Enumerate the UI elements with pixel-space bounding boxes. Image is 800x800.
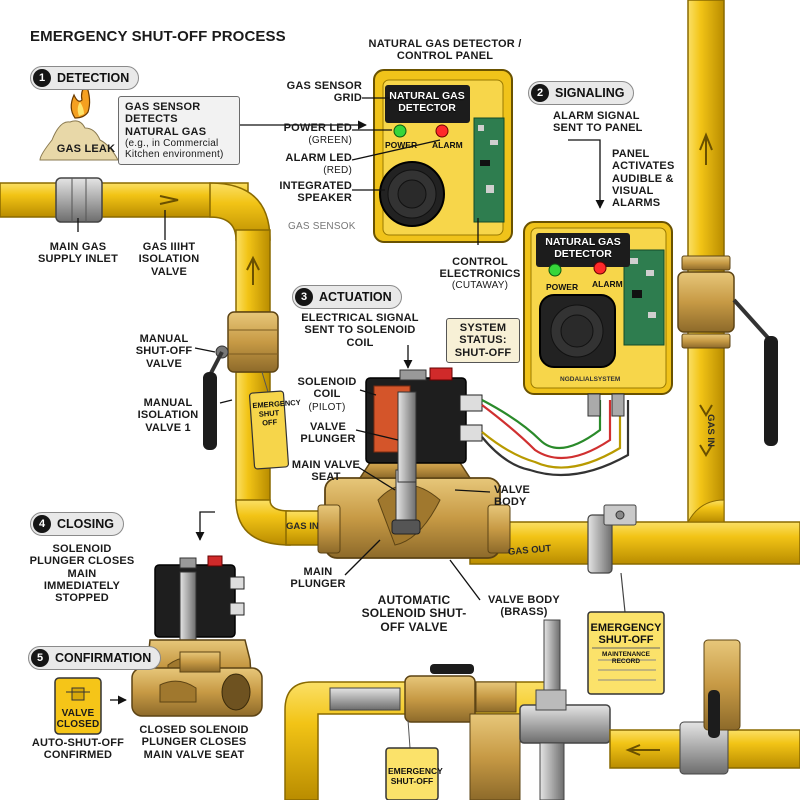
label-manual-shutoff: MANUAL SHUT-OFF VALVE: [135, 333, 193, 370]
riser-coupling: [677, 255, 778, 446]
auto-shutoff-confirmed: AUTO-SHUT-OFF CONFIRMED: [31, 737, 125, 762]
label-solenoid-coil: SOLENOID COIL: [297, 376, 357, 401]
system-status-box: SYSTEM STATUS: SHUT-OFF: [446, 318, 520, 363]
step-signaling: 2 SIGNALING: [528, 81, 635, 105]
detector-name: NATURAL GAS DETECTOR: [389, 90, 465, 114]
panel-alarms-text: PANEL ACTIVATES AUDIBLE & VISUAL ALARMS: [612, 148, 675, 210]
detector-header: NATURAL GAS DETECTOR / CONTROL PANEL: [368, 38, 522, 63]
label-main-plunger: MAIN PLUNGER: [290, 566, 346, 591]
gas-leak-label: GAS LEAK: [56, 143, 116, 155]
step-number: 2: [531, 84, 549, 102]
leader-lines: [77, 97, 605, 705]
label-control-electronics: CONTROL ELECTRONICS: [439, 256, 521, 281]
step-label: DETECTION: [57, 71, 130, 85]
step-detection: 1 DETECTION: [30, 66, 140, 90]
bottom-tag-text: EMERGENCY SHUT-OFF: [388, 766, 443, 786]
gas-detector-panel: [523, 221, 673, 417]
step-label: ACTUATION: [319, 290, 392, 304]
panel-name: NATURAL GAS DETECTOR: [545, 236, 621, 260]
label-valve-body: VALVE BODY: [494, 484, 531, 509]
closing-text: SOLENOID PLUNGER CLOSES MAIN IMMEDIATELY…: [29, 543, 135, 605]
step-number: 3: [295, 288, 313, 306]
hanging-tag-text: EMERGENCY SHUT OFF: [252, 397, 301, 428]
label-sensor-grid: GAS SENSOR GRID: [286, 80, 362, 105]
manual-shutoff-valve: [203, 311, 279, 450]
step-number: 1: [33, 69, 51, 87]
alarm-signal-text: ALARM SIGNAL SENT TO PANEL: [553, 110, 643, 135]
bottom-tag: [385, 719, 439, 800]
closed-plunger-text: CLOSED SOLENOID PLUNGER CLOSES MAIN VALV…: [139, 724, 249, 761]
label-isolation-valve: GAS IIIHT ISOLATION VALVE: [138, 241, 200, 278]
panel-footer: NGDALIALSYSTEM: [560, 376, 621, 383]
detection-callout-sub: (e.g., in Commercial Kitchen environment…: [125, 137, 224, 161]
detector-alarm-label: ALARM: [432, 140, 463, 150]
signal-wires: [481, 399, 630, 477]
main-horizontal-pipe: [469, 499, 800, 565]
maintenance-sign: [587, 611, 665, 695]
label-gas-in: GAS IN: [286, 521, 319, 532]
step-label: CLOSING: [57, 517, 114, 531]
gas-leak-icon: [39, 82, 119, 161]
bottom-pipework: [284, 619, 800, 800]
system-status-text: SYSTEM STATUS: SHUT-OFF: [454, 322, 512, 359]
detector-power-label: POWER: [385, 140, 418, 150]
panel-alarm-label: ALARM: [592, 279, 623, 289]
page-title: EMERGENCY SHUT-OFF PROCESS: [30, 28, 286, 45]
step-actuation: 3 ACTUATION: [292, 285, 402, 309]
pipe-clamp: [587, 504, 637, 613]
label-power-led: POWER LED: [283, 122, 352, 134]
step-label: SIGNALING: [555, 86, 625, 100]
step-label: CONFIRMATION: [55, 651, 152, 665]
emergency-tag-left: [248, 371, 290, 470]
valve-closed-badge: [54, 677, 102, 735]
maintenance-sign-title: EMERGENCY SHUT-OFF: [590, 622, 662, 646]
detection-callout-main: GAS SENSOR DETECTS NATURAL GAS: [125, 101, 207, 138]
label-alarm-led-sub: (RED): [323, 165, 352, 176]
confirmation-valve: [131, 651, 263, 717]
label-speaker: INTEGRATED SPEAKER: [279, 180, 352, 205]
detector-watermark: GAS SENSOK: [288, 221, 356, 232]
step-closing: 4 CLOSING: [30, 512, 124, 536]
panel-power-label: POWER: [546, 282, 579, 292]
label-automatic-solenoid: AUTOMATIC SOLENOID SHUT-OFF VALVE: [361, 593, 467, 634]
label-coil-sub: (PILOT): [308, 402, 346, 413]
label-main-valve-seat: MAIN VALVE SEAT: [291, 459, 361, 484]
label-alarm-led: ALARM LED: [285, 152, 352, 164]
label-control-sub: (CUTAWAY): [451, 280, 509, 291]
detection-callout: GAS SENSOR DETECTS NATURAL GAS (e.g., in…: [118, 96, 240, 166]
step-number: 5: [31, 649, 49, 667]
label-valve-body-brass: VALVE BODY (BRASS): [488, 594, 560, 619]
label-power-led-sub: (GREEN): [308, 135, 352, 146]
actuation-text: ELECTRICAL SIGNAL SENT TO SOLENOID COIL: [301, 312, 419, 349]
solenoid-valve-main: [317, 367, 511, 559]
valve-closed-text: VALVE CLOSED: [56, 708, 100, 731]
label-main-supply: MAIN GAS SUPPLY INLET: [37, 241, 119, 266]
label-gas-in-vertical: GAS IN: [704, 414, 716, 447]
gas-detector-top: [373, 69, 513, 243]
label-valve-plunger: VALVE PLUNGER: [300, 421, 356, 446]
main-supply-union: [55, 177, 103, 223]
step-number: 4: [33, 515, 51, 533]
maintenance-sign-sub: MAINTENANCE RECORD: [601, 651, 651, 665]
step-confirmation: 5 CONFIRMATION: [28, 646, 162, 670]
label-manual-isolation: MANUAL ISOLATION VALVE 1: [137, 397, 199, 434]
